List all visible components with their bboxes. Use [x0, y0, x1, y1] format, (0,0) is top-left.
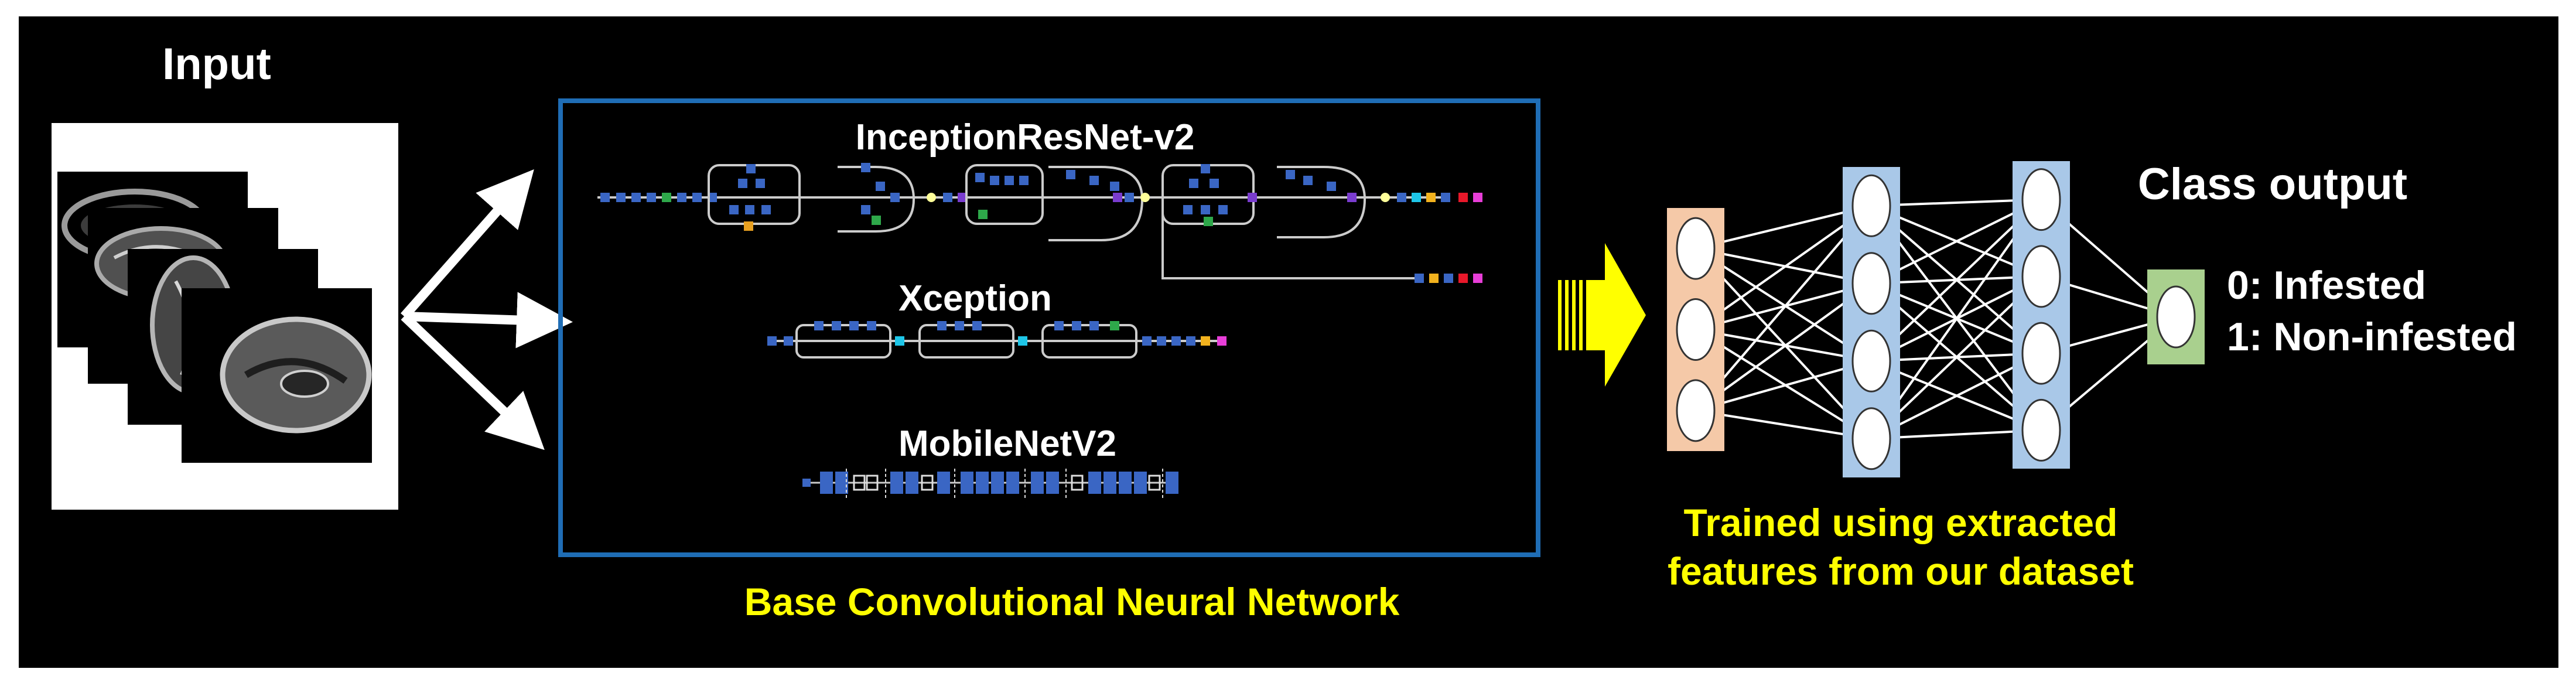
neuron-l1-2: [1851, 329, 1891, 393]
neuron-l1-0: [1851, 174, 1891, 237]
neuron-l1-1: [1851, 252, 1891, 315]
arrow-to-inceptionresnet: [401, 169, 534, 320]
neuron-l3-0: [2156, 285, 2196, 349]
mobilenet-graph: [802, 469, 1178, 498]
neuron-l2-0: [2021, 168, 2061, 231]
model-title-xception: Xception: [898, 278, 1052, 319]
xception-graph: [767, 321, 1226, 359]
input-title: Input: [162, 39, 271, 89]
class-label-infested: 0: Infested: [2227, 263, 2426, 308]
inceptionresnet-graph: [597, 163, 1482, 283]
neuron-l0-0: [1676, 217, 1716, 280]
arrow-to-mobilenet: [401, 313, 545, 450]
neuron-l1-3: [1851, 407, 1891, 470]
class-output-title: Class output: [2138, 159, 2407, 209]
model-title-mobilenet: MobileNetV2: [898, 424, 1116, 464]
features-arrow: [1558, 243, 1646, 387]
input-slice-4: [182, 288, 372, 463]
connection-l0-0-1: [1695, 247, 1872, 285]
neuron-l2-1: [2021, 245, 2061, 308]
classifier-network: [1667, 161, 2205, 477]
connection-l0-2-3: [1695, 409, 1872, 440]
neuron-l0-2: [1676, 379, 1716, 442]
connection-l0-2-0: [1694, 204, 1873, 412]
base-cnn-frame: [558, 98, 1540, 557]
connection-l0-2-2: [1695, 360, 1872, 412]
connection-l0-1-0: [1694, 204, 1873, 331]
connection-l0-1-3: [1694, 328, 1873, 440]
neuron-l0-1: [1676, 298, 1716, 361]
diagram-background: [19, 16, 2558, 668]
input-image-panel: [52, 123, 398, 510]
classifier-caption-line1: Trained using extracted: [1684, 501, 2118, 544]
class-label-non-infested: 1: Non-infested: [2227, 315, 2517, 359]
classifier-caption-line2: features from our dataset: [1668, 550, 2134, 593]
base-cnn-caption: Base Convolutional Neural Network: [744, 580, 1400, 623]
neuron-l2-2: [2021, 322, 2061, 385]
neuron-l2-3: [2021, 398, 2061, 462]
connection-l0-1-2: [1695, 328, 1872, 363]
model-title-inceptionresnet: InceptionResNet-v2: [856, 117, 1195, 158]
connection-l0-0-2: [1694, 247, 1873, 362]
arrow-to-xception: [404, 292, 573, 349]
input-fanout-arrows: [401, 169, 573, 450]
connection-l0-0-3: [1694, 247, 1873, 440]
connection-l0-2-1: [1694, 282, 1873, 412]
connection-l0-0-0: [1695, 204, 1872, 250]
